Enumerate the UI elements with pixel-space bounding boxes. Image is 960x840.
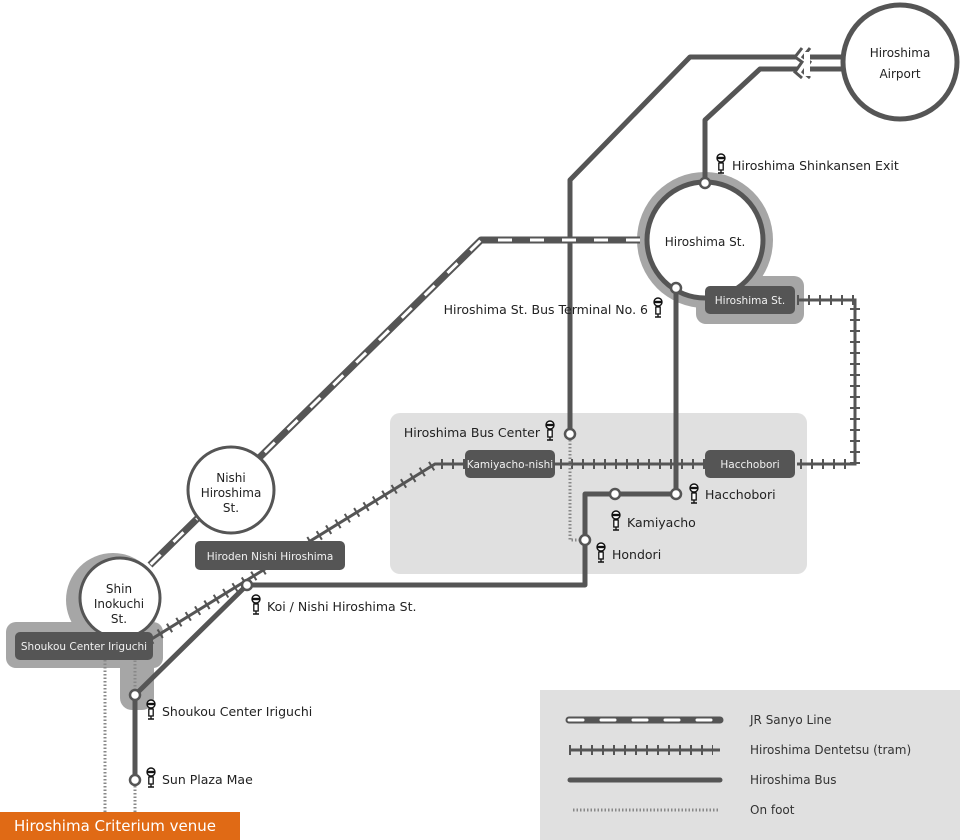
tram-stop-shoukou-center-iriguchi[interactable]: Shoukou Center Iriguchi xyxy=(15,632,153,660)
svg-text:Hiroshima St. Bus Terminal No.: Hiroshima St. Bus Terminal No. 6 xyxy=(444,302,648,317)
bus-stop-icon xyxy=(688,482,700,505)
bus-stop-icon xyxy=(610,509,622,532)
bus-stop-bus-center[interactable]: Hiroshima Bus Center xyxy=(404,419,556,442)
bus-line-airport-2 xyxy=(702,66,797,183)
svg-text:Shin: Shin xyxy=(106,582,132,596)
legend-tram: Hiroshima Dentetsu (tram) xyxy=(569,743,911,757)
svg-text:St.: St. xyxy=(111,612,127,626)
svg-text:Hacchobori: Hacchobori xyxy=(720,459,779,471)
bus-stop-icon xyxy=(595,541,607,564)
svg-text:St.: St. xyxy=(223,501,239,515)
svg-text:Hiroshima Shinkansen Exit: Hiroshima Shinkansen Exit xyxy=(732,158,899,173)
bus-stop-terminal-6[interactable]: Hiroshima St. Bus Terminal No. 6 xyxy=(444,296,664,319)
tram-stop-kamiyacho-nishi[interactable]: Kamiyacho-nishi xyxy=(465,450,555,478)
bus-stop-icon xyxy=(544,419,556,442)
svg-text:On foot: On foot xyxy=(750,803,795,817)
legend-bus: Hiroshima Bus xyxy=(567,773,837,787)
legend-foot: On foot xyxy=(573,803,795,817)
svg-text:Hacchobori: Hacchobori xyxy=(705,487,776,502)
svg-text:Kamiyacho-nishi: Kamiyacho-nishi xyxy=(467,459,553,471)
station-nishi-hiroshima[interactable]: Nishi Hiroshima St. xyxy=(186,445,276,535)
tram-stop-hiroden-nishi-hiroshima[interactable]: Hiroden Nishi Hiroshima xyxy=(195,541,345,570)
tram-stop-hiroshima-st[interactable]: Hiroshima St. xyxy=(705,286,795,314)
svg-text:Hiroden Nishi Hiroshima: Hiroden Nishi Hiroshima xyxy=(207,551,334,563)
bus-stop-hacchobori[interactable]: Hacchobori xyxy=(688,482,776,505)
bus-stop-koi[interactable]: Koi / Nishi Hiroshima St. xyxy=(250,593,416,616)
bus-stop-kamiyacho[interactable]: Kamiyacho xyxy=(610,509,696,532)
destination-venue-banner: Hiroshima Criterium venue xyxy=(0,812,240,840)
bus-line-airport-1 xyxy=(567,54,797,434)
bus-stop-icon xyxy=(145,766,157,789)
station-hiroshima-st[interactable]: Hiroshima St. xyxy=(644,179,766,301)
svg-text:Airport: Airport xyxy=(879,67,920,81)
svg-text:Hiroshima Dentetsu (tram): Hiroshima Dentetsu (tram) xyxy=(750,743,911,757)
bus-stop-sun-plaza[interactable]: Sun Plaza Mae xyxy=(145,766,253,789)
svg-text:Hiroshima: Hiroshima xyxy=(201,486,262,500)
svg-text:Koi / Nishi Hiroshima St.: Koi / Nishi Hiroshima St. xyxy=(267,599,416,614)
svg-text:Hiroshima Bus Center: Hiroshima Bus Center xyxy=(404,425,541,440)
bus-stop-hondori[interactable]: Hondori xyxy=(595,541,661,564)
svg-text:Sun Plaza Mae: Sun Plaza Mae xyxy=(162,772,253,787)
svg-text:Hondori: Hondori xyxy=(612,547,661,562)
svg-text:Inokuchi: Inokuchi xyxy=(94,597,144,611)
bus-stop-icon xyxy=(250,593,262,616)
station-shin-inokuchi[interactable]: Shin Inokuchi St. xyxy=(78,556,162,640)
tram-stop-hacchobori[interactable]: Hacchobori xyxy=(705,450,795,478)
svg-text:Kamiyacho: Kamiyacho xyxy=(627,515,696,530)
svg-text:Hiroshima St.: Hiroshima St. xyxy=(715,295,786,307)
svg-text:Hiroshima St.: Hiroshima St. xyxy=(665,235,746,249)
bus-stop-icon xyxy=(145,698,157,721)
svg-text:Shoukou Center Iriguchi: Shoukou Center Iriguchi xyxy=(162,704,312,719)
station-airport[interactable]: Hiroshima Airport xyxy=(840,2,960,122)
svg-text:Nishi: Nishi xyxy=(216,471,246,485)
legend-jr: JR Sanyo Line xyxy=(565,713,832,727)
legend-panel xyxy=(540,690,960,840)
bus-stop-icon xyxy=(652,296,664,319)
bus-stop-shoukou[interactable]: Shoukou Center Iriguchi xyxy=(145,698,312,721)
legend: JR Sanyo Line Hiroshima Dentetsu (tram) … xyxy=(565,713,911,817)
svg-text:Hiroshima Bus: Hiroshima Bus xyxy=(750,773,837,787)
bus-stop-icon xyxy=(715,152,727,175)
bus-stop-nodes xyxy=(128,176,712,787)
svg-text:JR Sanyo Line: JR Sanyo Line xyxy=(749,713,832,727)
svg-text:Shoukou Center Iriguchi: Shoukou Center Iriguchi xyxy=(21,641,147,653)
svg-text:Hiroshima: Hiroshima xyxy=(870,46,931,60)
bus-stop-shinkansen-exit[interactable]: Hiroshima Shinkansen Exit xyxy=(715,152,899,175)
